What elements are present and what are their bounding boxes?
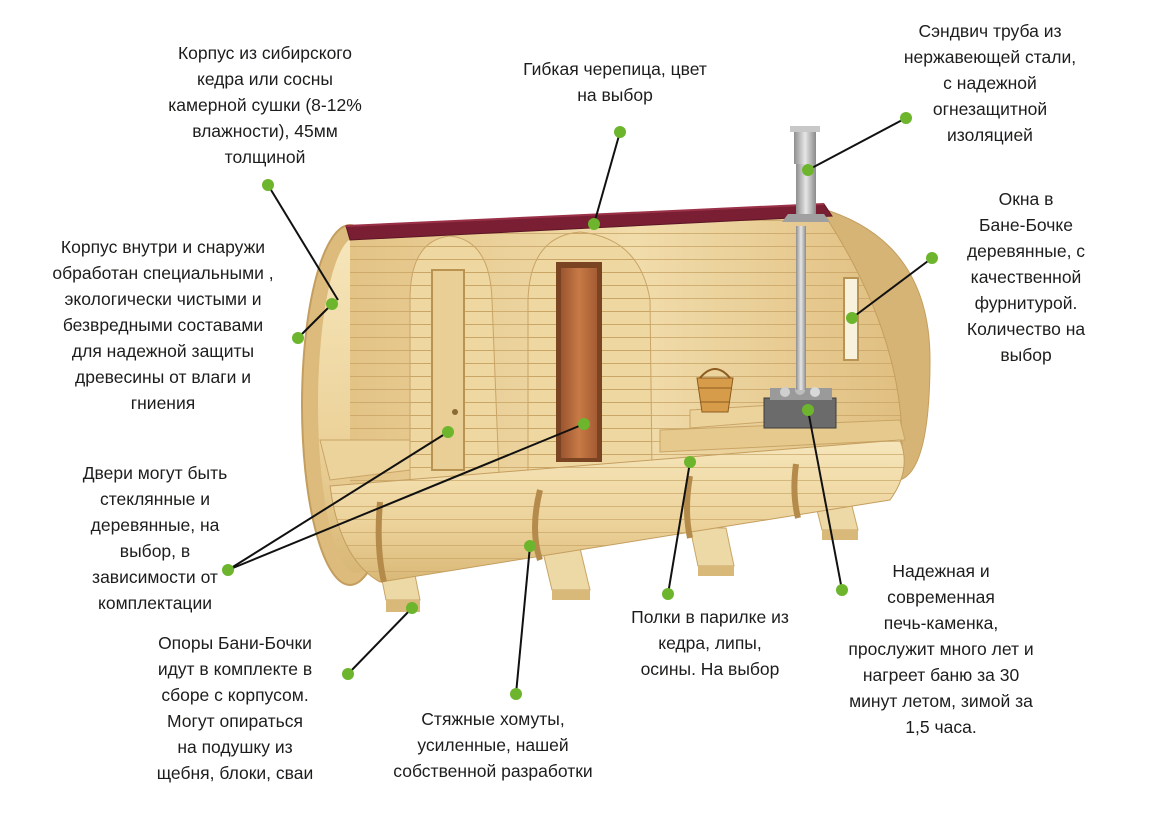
leader-supports bbox=[347, 607, 413, 675]
leader-lines bbox=[227, 117, 933, 695]
marker-clamps bbox=[510, 688, 522, 700]
label-clamps: Стяжные хомуты, усиленные, нашей собстве… bbox=[393, 709, 593, 781]
leader-chimney bbox=[807, 117, 907, 171]
label-supports: Опоры Бани-Бочки идут в комплекте в сбор… bbox=[156, 633, 314, 783]
marker-stove-top bbox=[802, 404, 814, 416]
marker-shelves bbox=[662, 588, 674, 600]
label-chimney: Сэндвич труба из нержавеющей стали, с на… bbox=[903, 21, 1077, 145]
marker-shelf-top bbox=[684, 456, 696, 468]
marker-chimney-top bbox=[900, 112, 912, 124]
markers bbox=[222, 112, 938, 700]
label-windows: Окна в Бане-Бочке деревянные, с качестве… bbox=[966, 189, 1086, 365]
label-body-material: Корпус из сибирского кедра или сосны кам… bbox=[168, 43, 362, 167]
marker-coating-b bbox=[292, 332, 304, 344]
leader-roof bbox=[593, 131, 621, 225]
leader-doors-a bbox=[227, 431, 449, 571]
leader-stove bbox=[807, 409, 843, 591]
benches bbox=[319, 403, 906, 481]
label-stove: Надежная и современная печь-каменка, про… bbox=[848, 561, 1034, 737]
leader-coating bbox=[297, 303, 333, 339]
marker-supports bbox=[342, 668, 354, 680]
marker-windows-top bbox=[926, 252, 938, 264]
marker-doors bbox=[222, 564, 234, 576]
marker-door-wood bbox=[442, 426, 454, 438]
marker-roof-top bbox=[614, 126, 626, 138]
marker-door-glass bbox=[578, 418, 590, 430]
barrel-body bbox=[329, 439, 905, 583]
marker-coating-a bbox=[326, 298, 338, 310]
label-doors: Двери могут быть стеклянные и деревянные… bbox=[82, 463, 228, 613]
marker-roof bbox=[588, 218, 600, 230]
sandwich-chimney bbox=[782, 126, 830, 390]
leader-windows bbox=[851, 257, 933, 319]
leader-body-material bbox=[267, 184, 339, 301]
label-roof: Гибкая черепица, цвет на выбор bbox=[523, 59, 707, 105]
marker-clamps-top bbox=[524, 540, 536, 552]
stove bbox=[763, 385, 837, 429]
leader-clamps bbox=[515, 545, 531, 695]
label-coating: Корпус внутри и снаружи обработан специа… bbox=[52, 237, 274, 413]
clamps bbox=[375, 463, 801, 583]
marker-body-material bbox=[262, 179, 274, 191]
marker-stove bbox=[836, 584, 848, 596]
bucket bbox=[696, 368, 734, 413]
leader-shelves bbox=[667, 461, 691, 595]
marker-supports-top bbox=[406, 602, 418, 614]
barrel-back-end bbox=[818, 207, 931, 481]
label-shelves: Полки в парилке из кедра, липы, осины. Н… bbox=[631, 607, 789, 679]
marker-windows bbox=[846, 312, 858, 324]
leader-doors-b bbox=[227, 423, 585, 571]
marker-chimney bbox=[802, 164, 814, 176]
